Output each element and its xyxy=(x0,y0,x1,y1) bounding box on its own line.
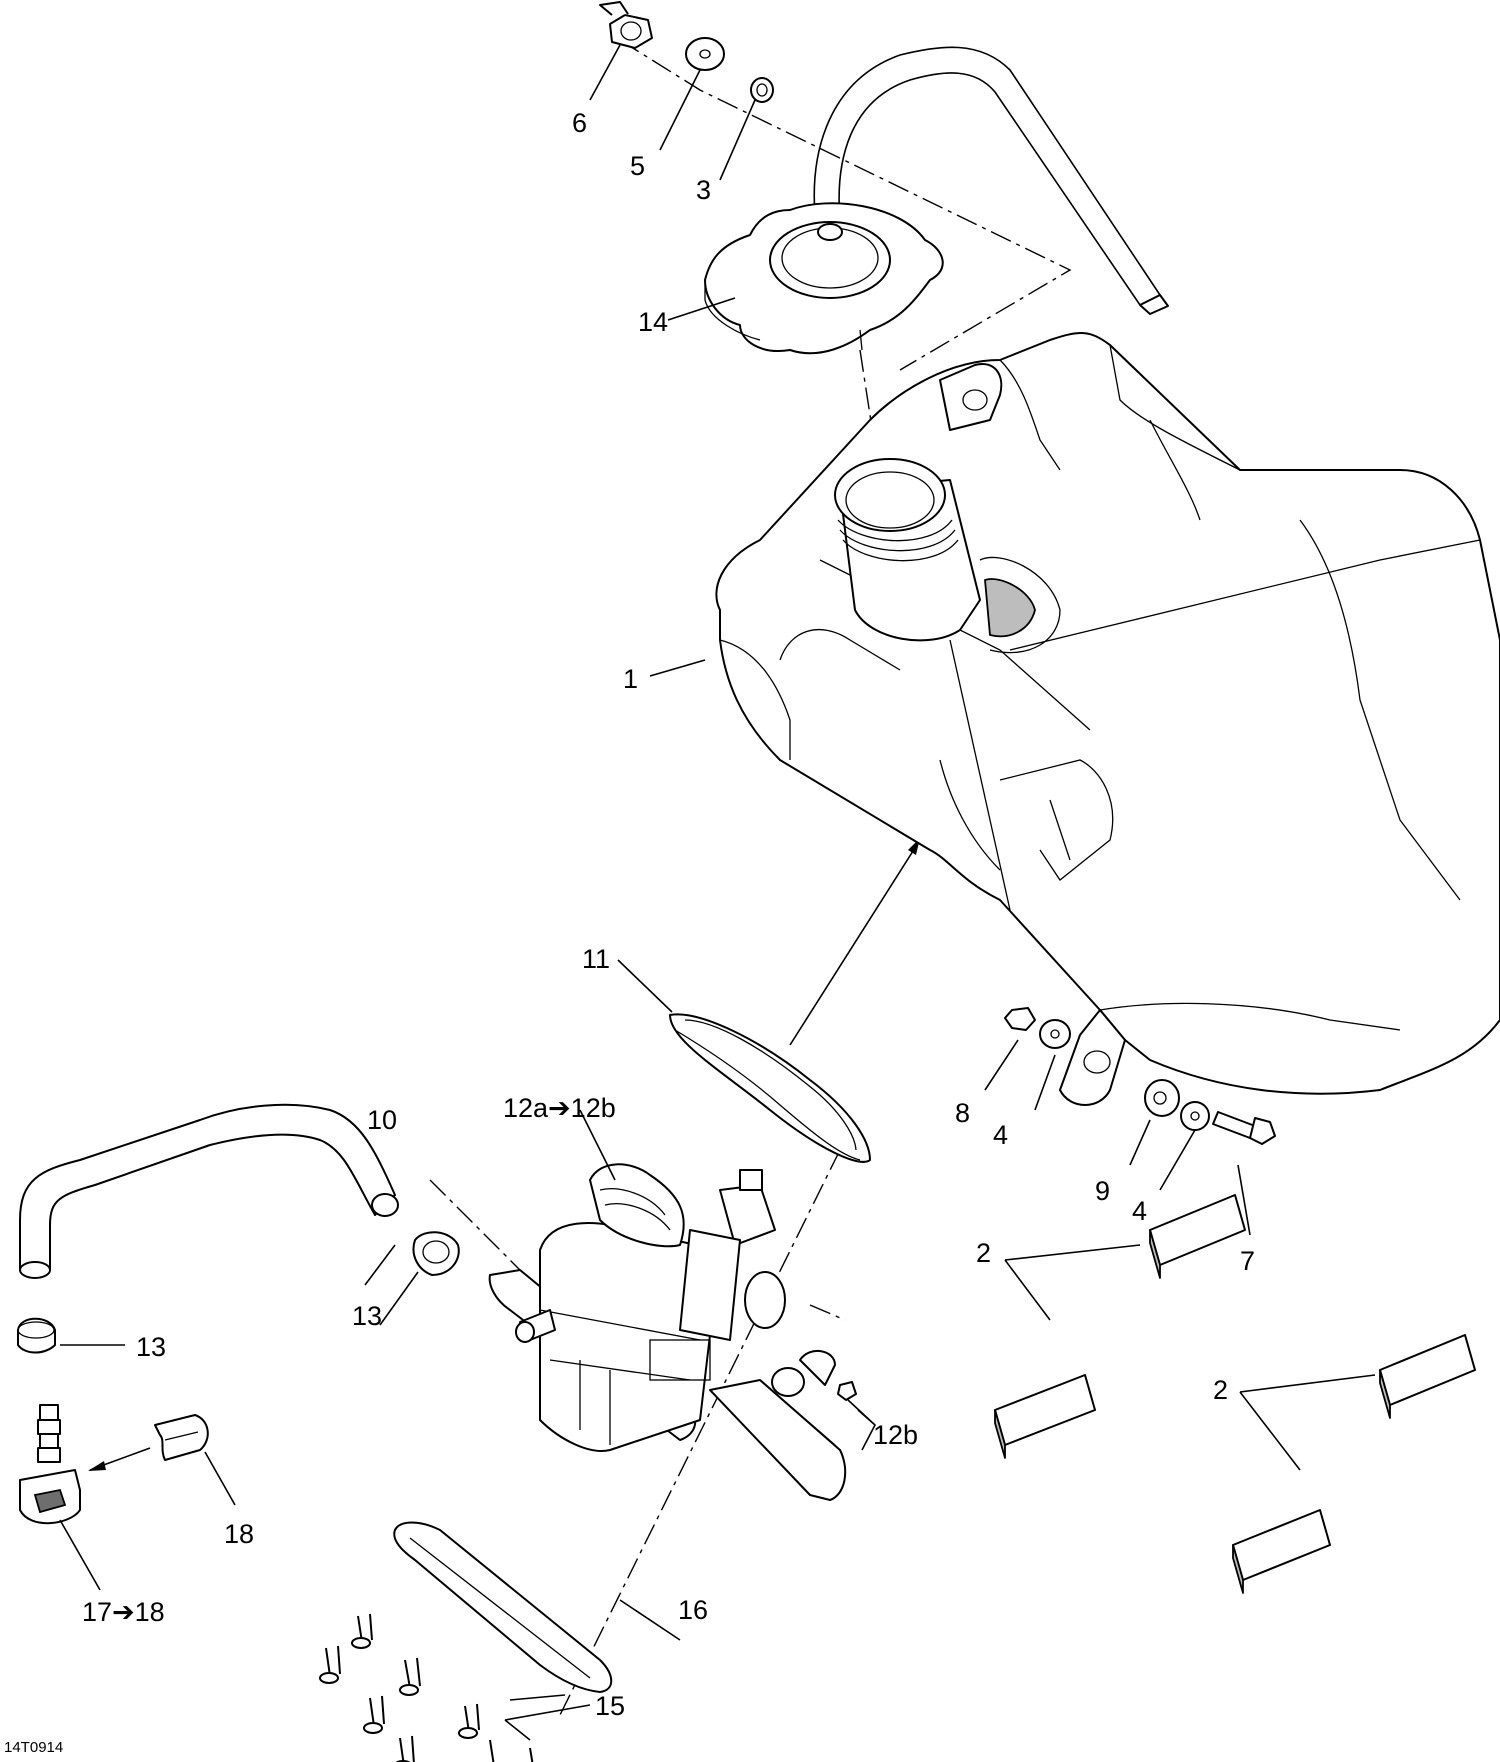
fuel-pump-module-part-12 xyxy=(488,1163,786,1452)
label-5: 5 xyxy=(630,151,645,181)
clamp-part-13 xyxy=(17,1231,460,1354)
label-13-clamp: 13 xyxy=(136,1332,166,1362)
label-12a-12b: 12a➔12b xyxy=(503,1093,616,1123)
label-9: 9 xyxy=(1095,1176,1110,1206)
label-18: 18 xyxy=(224,1519,254,1549)
label-3: 3 xyxy=(696,175,711,205)
leader-lines xyxy=(59,44,1376,1741)
gasket-part-16 xyxy=(393,1521,613,1693)
label-14: 14 xyxy=(638,307,668,337)
label-10: 10 xyxy=(367,1105,397,1135)
screws-part-15 xyxy=(319,1613,534,1762)
quick-connector-part-17 xyxy=(19,1404,81,1525)
breather-hose xyxy=(813,46,1169,315)
assembly-lines xyxy=(88,39,1072,1716)
label-4-top: 4 xyxy=(993,1120,1008,1150)
label-17-18: 17➔18 xyxy=(82,1597,165,1627)
fuel-tank-part-1 xyxy=(715,332,1500,1106)
label-11: 11 xyxy=(582,944,610,974)
nut-part-6 xyxy=(599,1,653,49)
float-part-12b xyxy=(709,1350,857,1501)
label-7: 7 xyxy=(1240,1246,1255,1276)
label-16: 16 xyxy=(678,1595,708,1625)
label-1: 1 xyxy=(623,664,638,694)
label-2-left: 2 xyxy=(976,1238,991,1268)
bushing-part-3 xyxy=(750,77,774,103)
label-8: 8 xyxy=(955,1098,970,1128)
label-6: 6 xyxy=(572,108,587,138)
label-15: 15 xyxy=(595,1691,625,1721)
label-4-bottom: 4 xyxy=(1132,1196,1147,1226)
label-13-pump: 13 xyxy=(352,1301,382,1331)
washer-part-5 xyxy=(685,37,725,71)
figure-code: 14T0914 xyxy=(4,1739,63,1756)
hose-part-10 xyxy=(19,1103,399,1279)
label-12b: 12b xyxy=(873,1420,918,1450)
clip-part-18 xyxy=(154,1414,209,1461)
callout-labels: 6 5 3 14 1 11 10 12a➔12b 13 13 18 17➔18 … xyxy=(4,108,1255,1756)
pads-part-2 xyxy=(994,1194,1476,1594)
gasket-part-11 xyxy=(669,1013,871,1163)
mounting-hardware xyxy=(1004,1007,1276,1145)
label-2-right: 2 xyxy=(1213,1375,1228,1405)
fuel-cap-part-14 xyxy=(704,202,944,355)
